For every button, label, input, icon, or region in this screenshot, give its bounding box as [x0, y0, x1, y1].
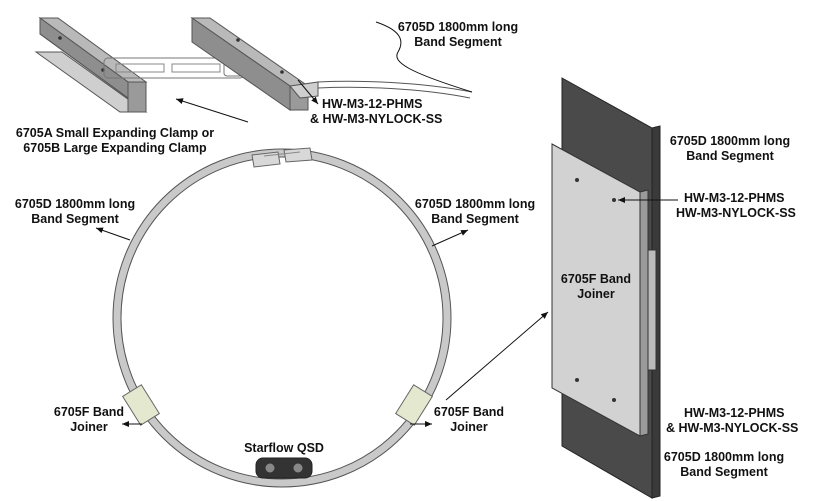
top-segment-callout [375, 21, 473, 93]
clamp-label: 6705A Small Expanding Clamp or 6705B Lar… [15, 126, 215, 155]
top-hardware-arrow [297, 79, 319, 105]
band-strip [317, 80, 473, 99]
right-segment-label: 6705D 1800mm long Band Segment [414, 197, 536, 226]
left-segment-arrow [95, 227, 131, 241]
starflow-qsd-label: Starflow QSD [244, 441, 324, 455]
left-segment-label: 6705D 1800mm long Band Segment [14, 197, 136, 226]
band-ring [112, 148, 452, 488]
right-segment-arrow [431, 229, 469, 247]
left-band-joiner [121, 384, 161, 426]
right-joiner-label: 6705F Band Joiner [433, 405, 505, 434]
top-hardware-label: HW-M3-12-PHMS & HW-M3-NYLOCK-SS [310, 97, 443, 126]
right-band-joiner [394, 384, 434, 426]
starflow-qsd-sensor [255, 457, 313, 479]
detail-lower-hardware-label: HW-M3-12-PHMS & HW-M3-NYLOCK-SS [666, 406, 799, 435]
detail-joiner-label: 6705F Band Joiner [560, 272, 632, 301]
detail-upper-hardware-label: HW-M3-12-PHMS HW-M3-NYLOCK-SS [676, 191, 796, 220]
clamp-arrow [175, 98, 249, 123]
top-channel-detail [34, 17, 473, 113]
top-segment-label: 6705D 1800mm long Band Segment [397, 20, 519, 49]
joiner-detail-view [551, 77, 661, 499]
detail-bottom-segment-label: 6705D 1800mm long Band Segment [663, 450, 785, 479]
ring-clamp [251, 147, 313, 168]
left-joiner-label: 6705F Band Joiner [53, 405, 125, 434]
left-channel-segment [34, 17, 148, 113]
right-channel-segment [190, 17, 319, 111]
joiner-detail-arrow [445, 311, 549, 401]
detail-top-segment-label: 6705D 1800mm long Band Segment [669, 134, 791, 163]
